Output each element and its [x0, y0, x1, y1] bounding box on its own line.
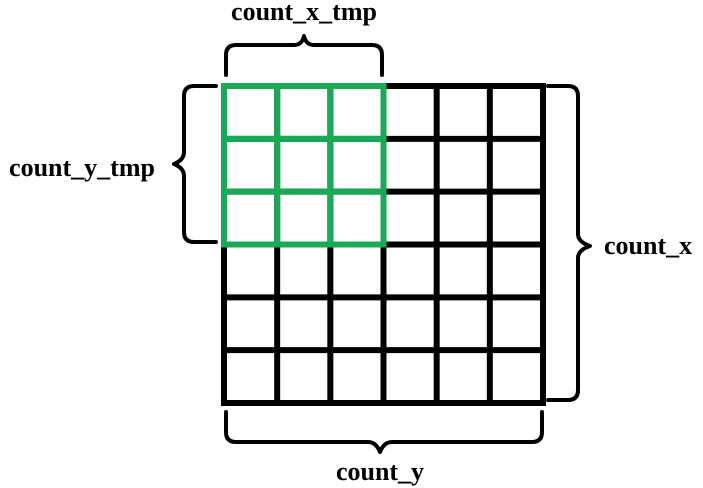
- left-brace: [172, 84, 218, 244]
- top-brace: [224, 34, 384, 77]
- top-label: count_x_tmp: [231, 0, 377, 26]
- right-label: count_x: [604, 231, 692, 260]
- bottom-brace: [224, 410, 544, 454]
- left-label: count_y_tmp: [9, 153, 155, 182]
- bottom-label: count_y: [336, 457, 424, 486]
- tmp-subgrid: [221, 83, 387, 248]
- right-brace: [546, 84, 592, 402]
